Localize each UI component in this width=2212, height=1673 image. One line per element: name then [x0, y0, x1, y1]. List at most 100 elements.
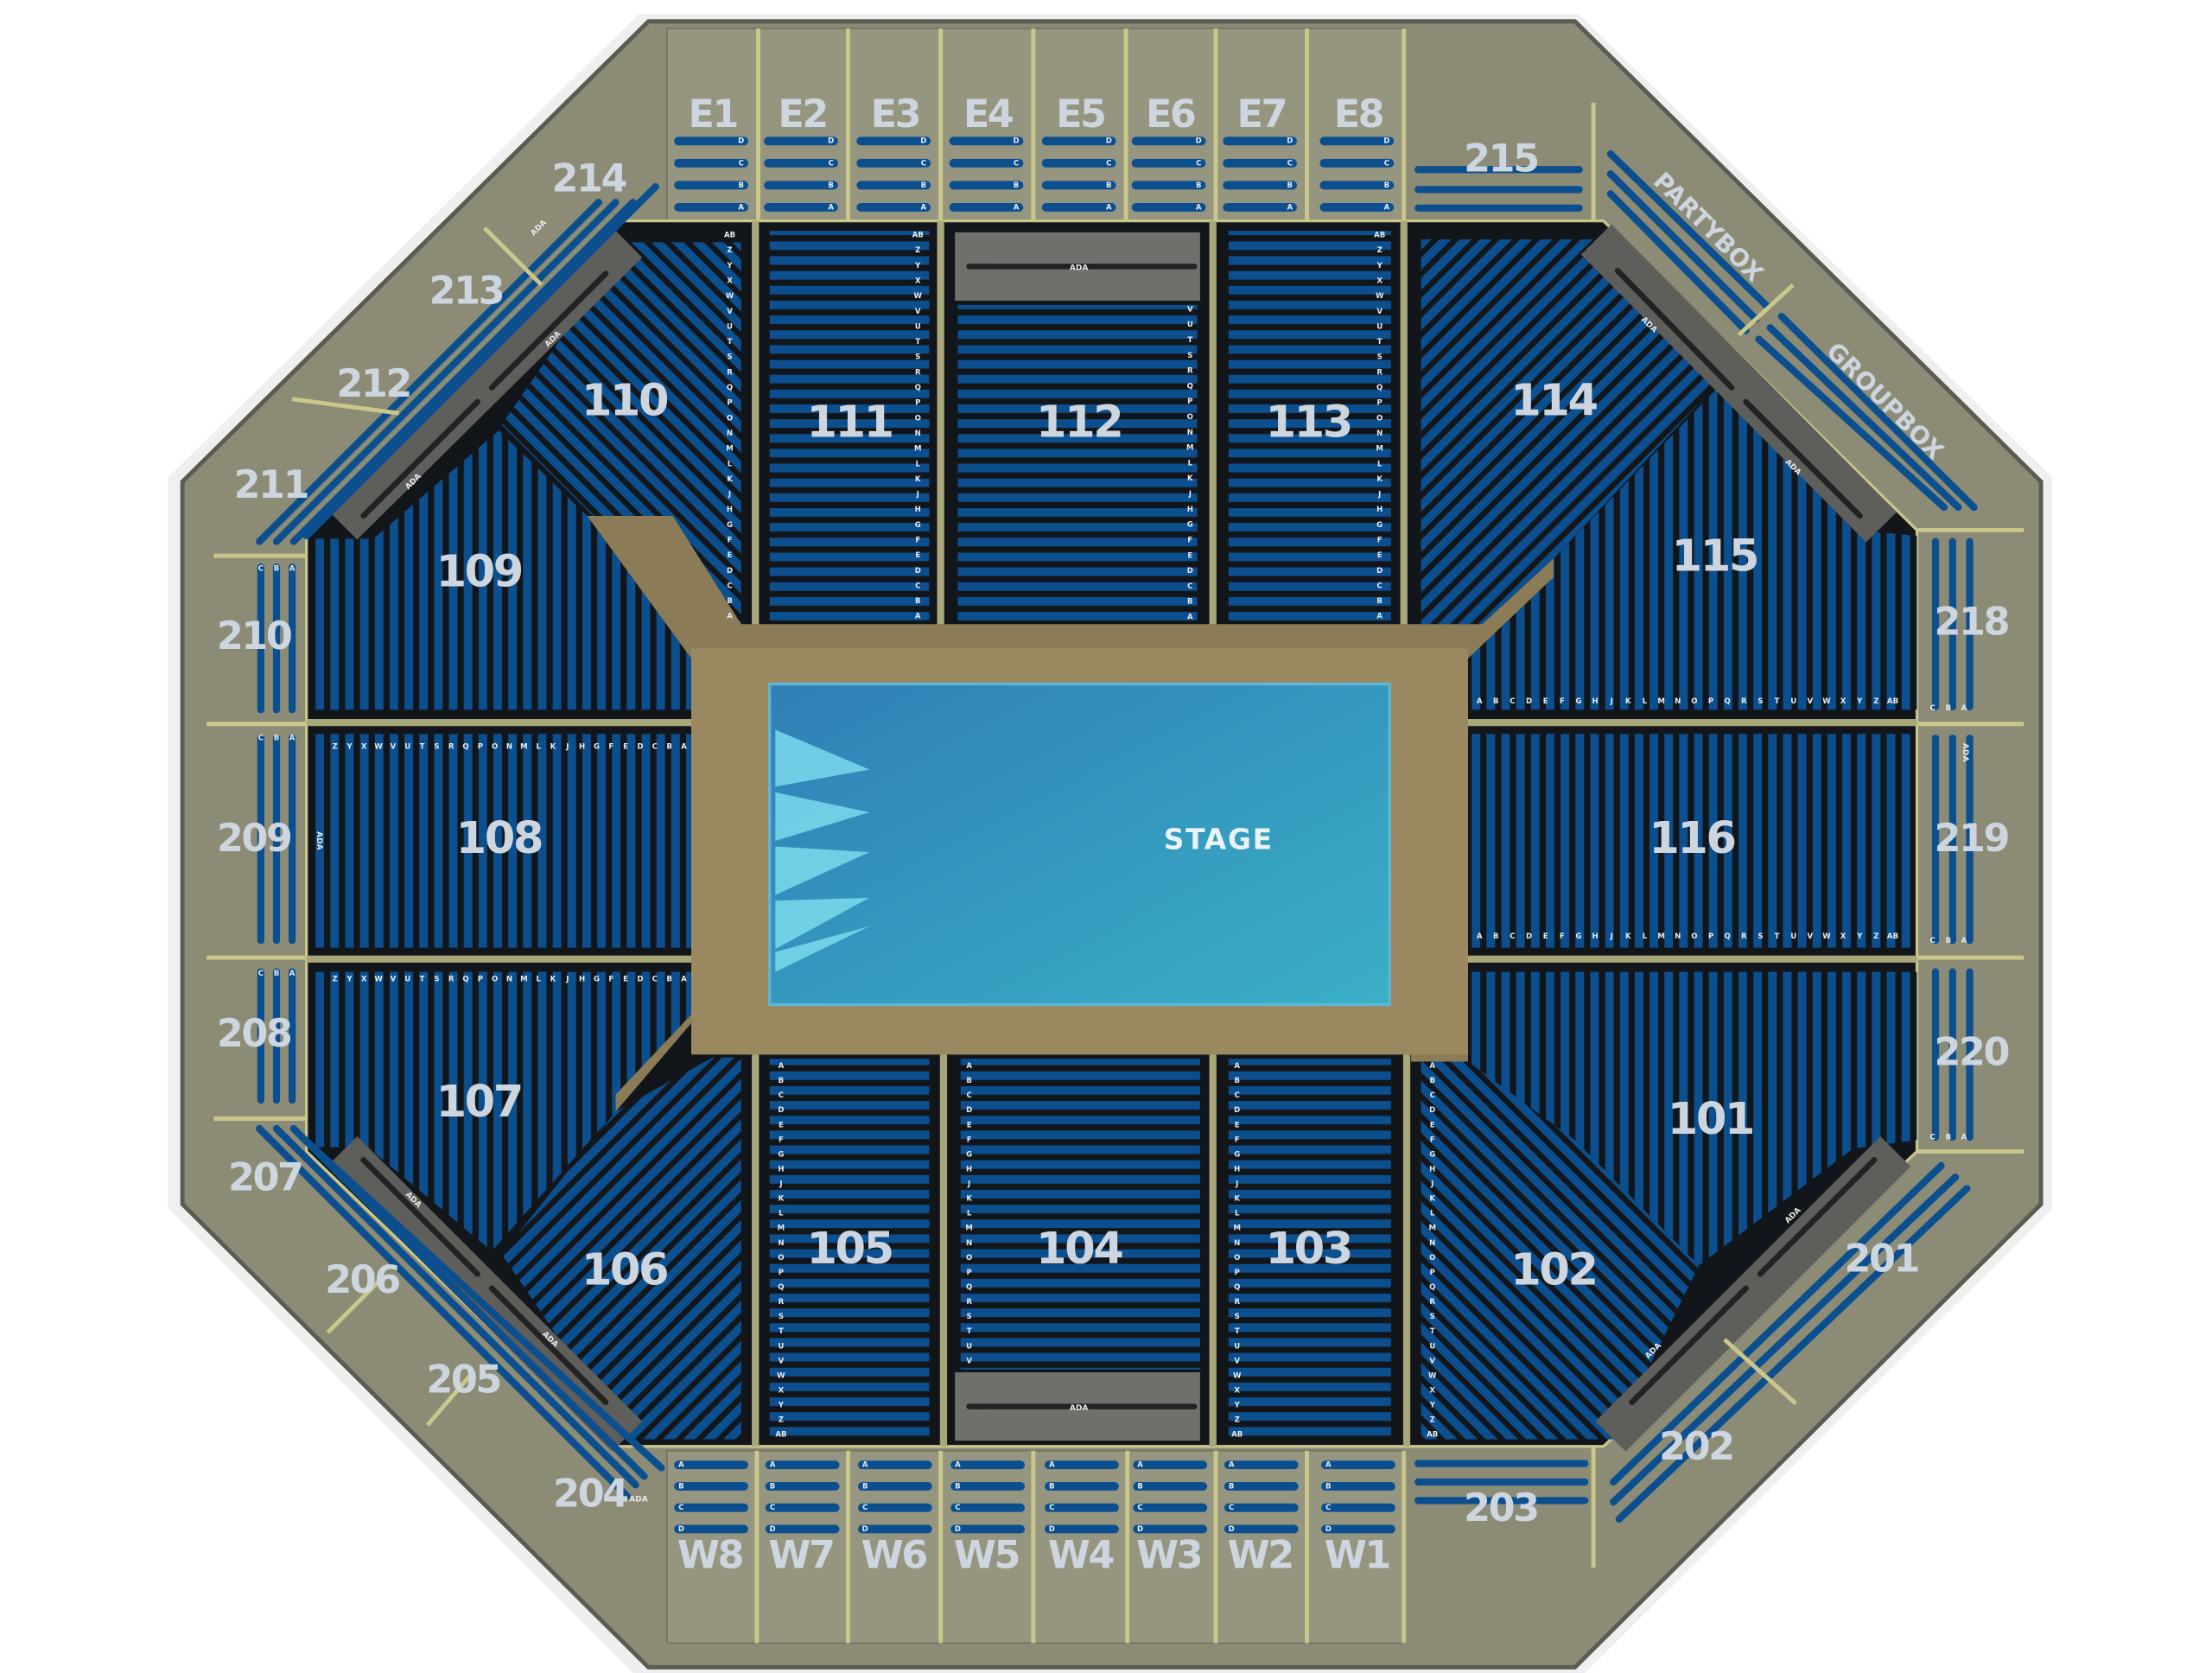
seat-row[interactable]	[857, 1524, 932, 1534]
seat-row[interactable]	[1133, 1524, 1208, 1534]
seat-row[interactable]	[1045, 1460, 1119, 1470]
section-label-211[interactable]: 211	[234, 462, 310, 507]
section-204-207-seats[interactable]	[256, 1124, 631, 1500]
seat-row[interactable]	[764, 137, 838, 146]
seat-row[interactable]	[1041, 181, 1116, 190]
seat-row[interactable]	[1319, 181, 1395, 190]
section-label-112[interactable]: 112	[1036, 397, 1124, 448]
seat-row[interactable]	[950, 1482, 1025, 1491]
seat-row[interactable]	[1131, 202, 1206, 212]
seat-row[interactable]	[1223, 158, 1298, 168]
section-label-103[interactable]: 103	[1266, 1224, 1354, 1275]
section-label-111[interactable]: 111	[806, 397, 894, 448]
seat-row[interactable]	[1319, 158, 1395, 168]
section-107-seats[interactable]	[310, 971, 691, 1251]
section-201-202-seats[interactable]	[1610, 1161, 1945, 1486]
seat-row[interactable]	[764, 158, 838, 168]
seat-row[interactable]	[949, 137, 1024, 146]
seat-row[interactable]	[1131, 158, 1206, 168]
seat-row[interactable]	[674, 1503, 748, 1512]
section-label-114[interactable]: 114	[1510, 376, 1599, 427]
seat-row[interactable]	[949, 158, 1024, 168]
section-label-115[interactable]: 115	[1672, 531, 1760, 582]
section-label-110[interactable]: 110	[582, 376, 671, 427]
seat-row[interactable]	[674, 1482, 748, 1491]
partybox-seats[interactable]	[1606, 149, 1771, 310]
seat-row[interactable]	[765, 1503, 840, 1512]
section-114-seats[interactable]	[1421, 239, 1728, 625]
section-label-w7[interactable]: W7	[768, 1532, 836, 1577]
seat-row[interactable]	[674, 137, 748, 146]
section-211-214-seats[interactable]	[256, 199, 602, 545]
seat-row[interactable]	[1133, 1503, 1208, 1512]
section-111-seats[interactable]	[769, 231, 930, 625]
seat-row[interactable]	[1224, 1460, 1299, 1470]
section-label-107[interactable]: 107	[436, 1077, 524, 1128]
section-104-seats[interactable]	[960, 1059, 1200, 1370]
seat-row[interactable]	[1223, 137, 1298, 146]
seat-row[interactable]	[1321, 1503, 1395, 1512]
section-label-213[interactable]: 213	[429, 269, 505, 314]
seat-row[interactable]	[856, 137, 931, 146]
section-102-seats[interactable]	[1421, 1057, 1700, 1440]
seat-row[interactable]	[764, 181, 838, 190]
section-label-205[interactable]: 205	[426, 1358, 502, 1403]
seat-row[interactable]	[765, 1460, 840, 1470]
section-label-104[interactable]: 104	[1036, 1224, 1125, 1275]
seat-row[interactable]	[949, 202, 1024, 212]
section-label-201[interactable]: 201	[1845, 1236, 1921, 1281]
section-label-106[interactable]: 106	[582, 1245, 670, 1296]
seat-row[interactable]	[1319, 202, 1395, 212]
seat-row[interactable]	[950, 1524, 1025, 1534]
seat-row[interactable]	[857, 1503, 932, 1512]
seat-row[interactable]	[674, 158, 748, 168]
seat-row[interactable]	[950, 1460, 1025, 1470]
seat-row[interactable]	[1224, 1503, 1299, 1512]
section-label-e5[interactable]: E5	[1056, 92, 1107, 137]
section-label-101[interactable]: 101	[1668, 1094, 1756, 1145]
section-label-214[interactable]: 214	[551, 156, 627, 200]
section-label-e7[interactable]: E7	[1237, 92, 1288, 137]
seat-row[interactable]	[1045, 1503, 1119, 1512]
seat-row[interactable]	[1131, 137, 1206, 146]
section-label-w2[interactable]: W2	[1228, 1532, 1295, 1577]
section-label-215[interactable]: 215	[1464, 136, 1540, 181]
section-label-210[interactable]: 210	[217, 614, 293, 658]
seat-row[interactable]	[1223, 181, 1298, 190]
seat-row[interactable]	[1041, 202, 1116, 212]
section-label-e1[interactable]: E1	[689, 92, 740, 137]
seat-row[interactable]	[1223, 202, 1298, 212]
section-label-e2[interactable]: E2	[778, 92, 829, 137]
seat-row[interactable]	[856, 202, 931, 212]
seat-row[interactable]	[1133, 1460, 1208, 1470]
section-label-202[interactable]: 202	[1659, 1424, 1735, 1469]
seat-row[interactable]	[674, 1524, 748, 1534]
section-113-seats[interactable]	[1228, 231, 1391, 625]
section-label-105[interactable]: 105	[806, 1224, 894, 1275]
seat-row[interactable]	[1041, 158, 1116, 168]
section-label-116[interactable]: 116	[1649, 813, 1737, 864]
seat-row[interactable]	[1321, 1482, 1395, 1491]
section-label-e8[interactable]: E8	[1334, 92, 1385, 137]
section-label-207[interactable]: 207	[228, 1155, 304, 1199]
section-label-w3[interactable]: W3	[1136, 1532, 1204, 1577]
section-label-108[interactable]: 108	[456, 813, 544, 864]
seat-row[interactable]	[765, 1482, 840, 1491]
section-110-seats[interactable]	[501, 242, 741, 625]
section-label-218[interactable]: 218	[1934, 599, 2010, 644]
seat-row[interactable]	[1319, 137, 1395, 146]
seat-row[interactable]	[674, 181, 748, 190]
section-label-e6[interactable]: E6	[1146, 92, 1197, 137]
section-label-e3[interactable]: E3	[871, 92, 922, 137]
seat-row[interactable]	[857, 1460, 932, 1470]
section-108-seats[interactable]	[310, 734, 691, 948]
seat-row[interactable]	[1045, 1524, 1119, 1534]
seat-row[interactable]	[1224, 1482, 1299, 1491]
section-109-seats[interactable]	[310, 430, 691, 710]
section-label-w6[interactable]: W6	[861, 1532, 929, 1577]
seat-row[interactable]	[674, 1460, 748, 1470]
section-105-seats[interactable]	[769, 1059, 930, 1441]
section-label-109[interactable]: 109	[436, 547, 524, 598]
section-label-w5[interactable]: W5	[954, 1532, 1021, 1577]
section-label-w1[interactable]: W1	[1325, 1532, 1392, 1577]
